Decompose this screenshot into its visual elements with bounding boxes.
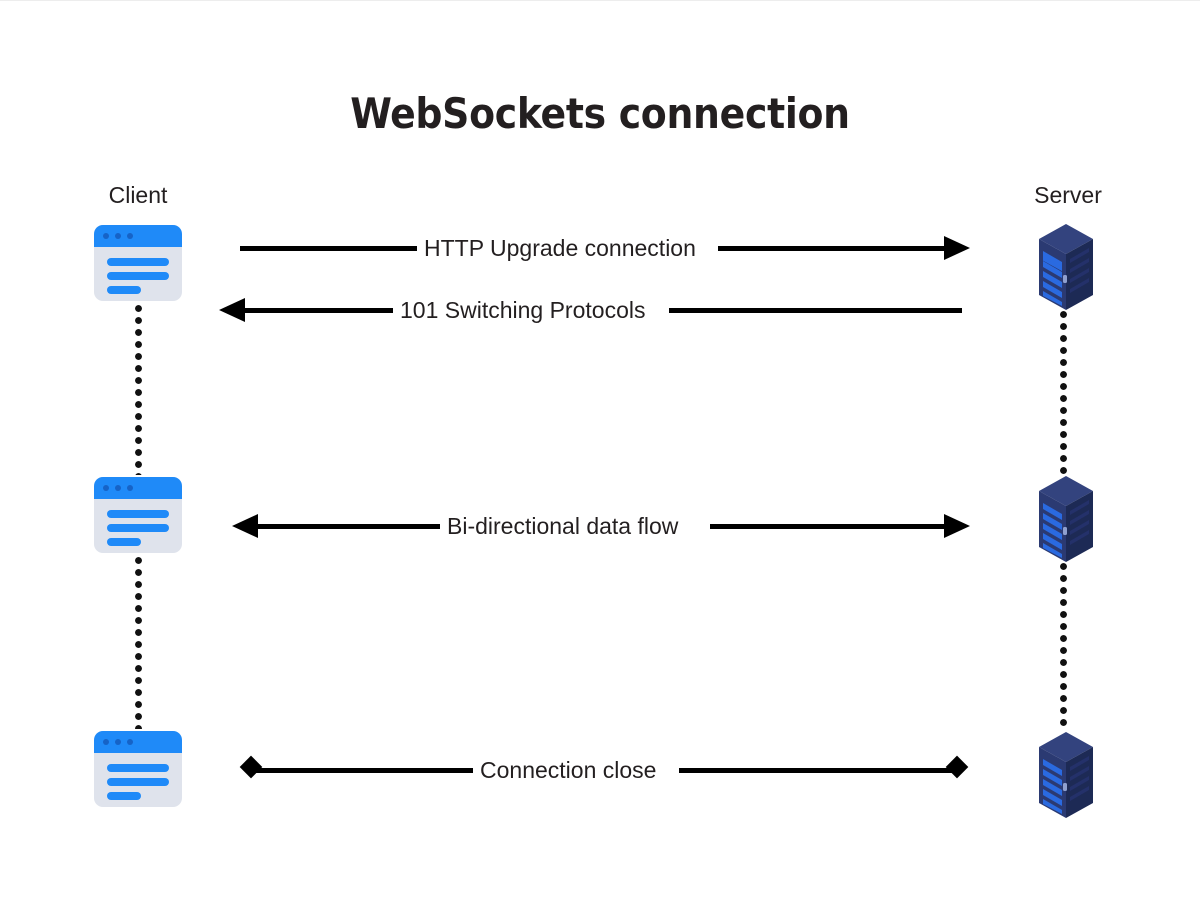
message-label: 101 Switching Protocols	[393, 290, 653, 330]
browser-dot-icon	[115, 485, 121, 491]
diamond-endpoint-right-icon	[945, 755, 969, 779]
browser-dot-icon	[103, 485, 109, 491]
server-rack-icon-1	[1031, 219, 1101, 315]
browser-dot-icon	[115, 233, 121, 239]
server-lifeline-segment-1	[1060, 311, 1067, 475]
browser-content-line	[107, 258, 169, 266]
message-line	[240, 246, 424, 251]
browser-title-bar	[94, 731, 182, 753]
message-line	[679, 768, 952, 773]
diamond-endpoint-left-icon	[239, 755, 263, 779]
message-label: HTTP Upgrade connection	[417, 228, 703, 268]
browser-dot-icon	[127, 233, 133, 239]
message-line	[710, 524, 946, 529]
browser-dot-icon	[127, 739, 133, 745]
browser-title-bar	[94, 477, 182, 499]
message-label: Bi-directional data flow	[440, 506, 686, 546]
browser-content-line	[107, 286, 141, 294]
client-lifeline-segment-2	[135, 557, 142, 729]
message-row-connection-close: Connection close	[0, 750, 1200, 790]
server-rack-icon-2	[1031, 471, 1101, 567]
client-browser-icon-2	[94, 477, 182, 553]
server-rack-icon-3	[1031, 727, 1101, 823]
browser-dot-icon	[115, 739, 121, 745]
browser-dot-icon	[103, 739, 109, 745]
message-line	[669, 308, 962, 313]
message-row-http-upgrade: HTTP Upgrade connection	[0, 228, 1200, 268]
arrowhead-left-icon	[219, 298, 245, 322]
client-browser-icon-1	[94, 225, 182, 301]
message-row-bidirectional: Bi-directional data flow	[0, 506, 1200, 546]
message-row-switching-protocols: 101 Switching Protocols	[0, 290, 1200, 330]
client-browser-icon-3	[94, 731, 182, 807]
browser-content-line	[107, 764, 169, 772]
arrowhead-left-icon	[232, 514, 258, 538]
browser-title-bar	[94, 225, 182, 247]
browser-dot-icon	[127, 485, 133, 491]
browser-content-line	[107, 510, 169, 518]
message-line	[256, 524, 446, 529]
browser-dot-icon	[103, 233, 109, 239]
server-column-label: Server	[1034, 182, 1102, 208]
browser-content-line	[107, 524, 169, 532]
client-column-label: Client	[108, 182, 168, 208]
message-line	[256, 768, 474, 773]
browser-content-line	[107, 538, 141, 546]
server-lifeline-segment-2	[1060, 563, 1067, 729]
message-line	[718, 246, 946, 251]
arrowhead-right-icon	[944, 236, 970, 260]
browser-content-line	[107, 272, 169, 280]
message-label: Connection close	[473, 750, 664, 790]
message-line	[243, 308, 399, 313]
arrowhead-right-icon	[944, 514, 970, 538]
browser-content-line	[107, 792, 141, 800]
browser-content-line	[107, 778, 169, 786]
page-title: WebSockets connection	[350, 89, 850, 138]
client-lifeline-segment-1	[135, 305, 142, 475]
